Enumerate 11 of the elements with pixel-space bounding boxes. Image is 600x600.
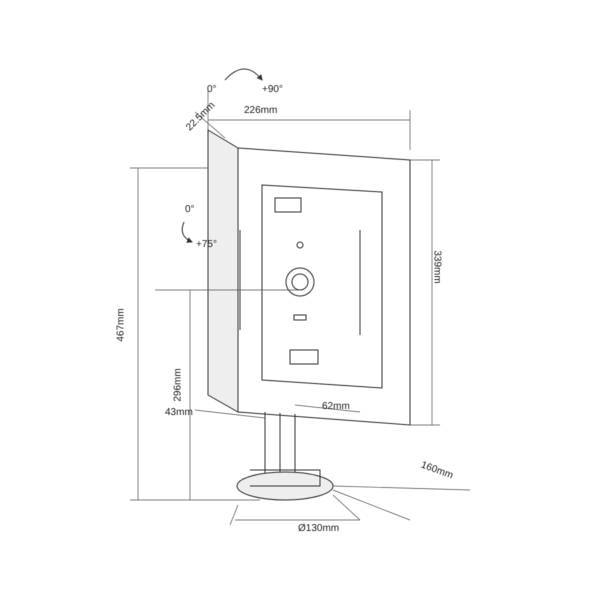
angle-label: 0° bbox=[207, 85, 217, 95]
angle-label: +90° bbox=[262, 85, 283, 95]
dimension-label: 160mm bbox=[419, 460, 454, 482]
dimension-label: Ø130mm bbox=[298, 524, 340, 534]
dimension-label: 43mm bbox=[165, 408, 193, 418]
dimension-label: 339mm bbox=[432, 250, 442, 284]
dimension-label: 467mm bbox=[116, 308, 127, 342]
dimension-label: 226mm bbox=[244, 106, 278, 116]
dimension-label: 62mm bbox=[322, 402, 350, 412]
angle-label: 0° bbox=[185, 205, 195, 215]
dimension-label: 296mm bbox=[174, 368, 184, 402]
